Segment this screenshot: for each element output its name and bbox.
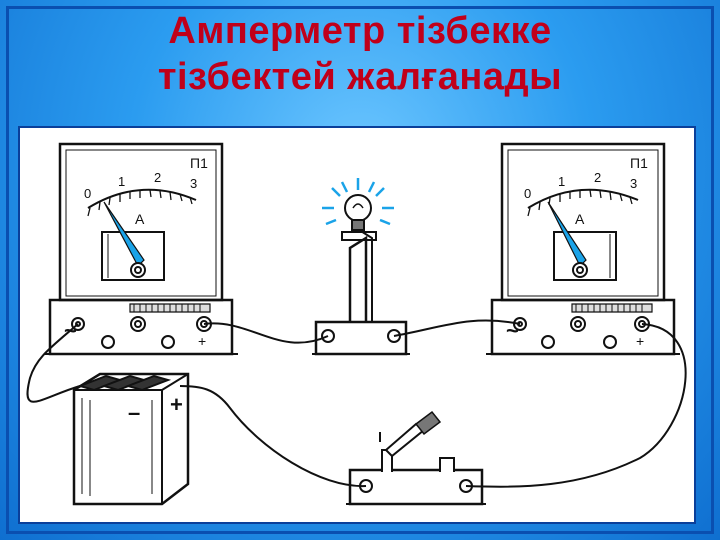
circuit-svg: 0 1 2 3 A П1 ~ + 0 1 2 3 A П1 ~ + – + [26, 142, 687, 506]
title-line-2: тізбектей жалғанады [157, 56, 563, 98]
type-label: П1 [630, 155, 648, 171]
scale-1: 1 [558, 174, 565, 189]
ac-symbol: ~ [506, 318, 519, 343]
circuit-diagram: 0 1 2 3 A П1 ~ + 0 1 2 3 A П1 ~ + – + [18, 126, 696, 524]
slide-border [6, 6, 714, 534]
ac-symbol: ~ [64, 318, 77, 343]
battery-labels: – + [128, 392, 183, 425]
bulb [322, 178, 394, 231]
ammeter-right-labels: 0 1 2 3 A П1 ~ + [506, 155, 648, 349]
scale-3: 3 [630, 176, 637, 191]
knife-switch [346, 410, 486, 506]
battery-plus: + [170, 392, 183, 417]
scale-2: 2 [594, 170, 601, 185]
battery-minus: – [128, 400, 140, 425]
plus-symbol: + [636, 333, 644, 349]
ammeter-right [486, 142, 680, 356]
unit-label: A [135, 211, 145, 227]
scale-1: 1 [118, 174, 125, 189]
wires [26, 319, 687, 488]
scale-0: 0 [84, 186, 91, 201]
plus-symbol: + [198, 333, 206, 349]
scale-0: 0 [524, 186, 531, 201]
title-line-1: Амперметр тізбекке [168, 10, 552, 52]
slide-title: Амперметр тізбекке тізбектей жалғанады [0, 8, 720, 100]
ammeter-left-labels: 0 1 2 3 A П1 ~ + [64, 155, 208, 349]
battery [72, 372, 190, 506]
scale-3: 3 [190, 176, 197, 191]
type-label: П1 [190, 155, 208, 171]
ammeter-left [44, 142, 238, 356]
unit-label: A [575, 211, 585, 227]
scale-2: 2 [154, 170, 161, 185]
